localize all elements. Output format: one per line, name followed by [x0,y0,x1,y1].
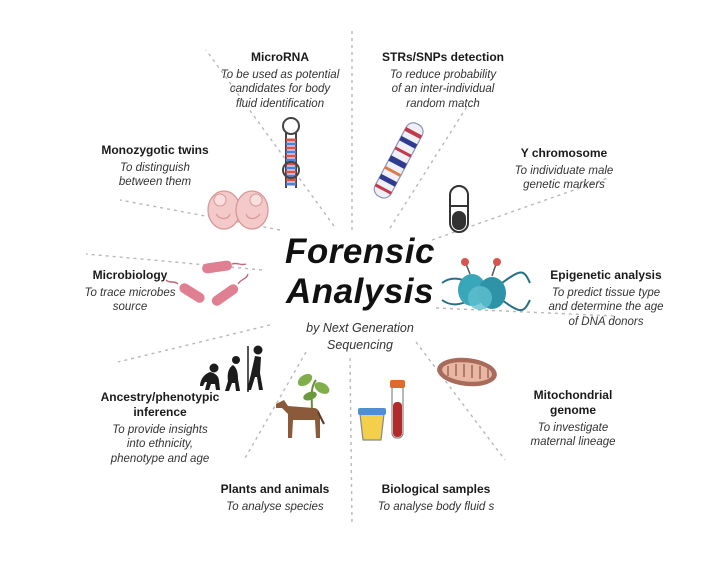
label-title: Biological samples [381,482,491,496]
label-desc-line: To distinguish [120,162,190,174]
label-desc-line: To investigate [537,422,609,434]
label-strs-snps: STRs/SNPs detection To reduce probabilit… [358,50,528,111]
label-desc-line: random match [406,97,480,110]
subtitle-line1: by Next Generation [306,321,414,335]
label-desc-line: To analyse body fluid s [377,501,495,513]
label-title: Microbiology [92,268,168,282]
label-title: Monozygotic twins [101,143,209,157]
y-chromosome-icon [449,185,469,233]
label-desc-line: source [112,301,148,314]
label-y-chromosome: Y chromosome To individuate male genetic… [494,146,634,193]
label-desc-line: To provide insights [112,424,208,436]
label-microbiology: Microbiology To trace microbes source [55,268,205,315]
hairpin-rna-icon [282,117,300,188]
label-desc-line: of DNA donors [568,315,644,328]
dna-barcode-icon [373,122,424,199]
label-desc-line: To trace microbes [84,287,176,299]
sample-tubes-icon [358,380,405,441]
label-desc-line: between them [118,176,192,189]
label-desc-line: and determine the age [548,301,664,314]
label-title: Epigenetic analysis [550,268,662,282]
bacteria-icon [165,260,249,306]
label-title: Plants and animals [220,482,330,496]
main-title-line1: Forensic [285,232,435,271]
horse-and-plant-icon [276,373,330,438]
main-title-line2: Analysis [286,272,434,311]
label-title: STRs/SNPs detection [381,50,505,64]
twin-fetuses-icon [207,190,269,230]
label-desc-line: To individuate male [514,165,614,177]
subtitle: by Next Generation Sequencing [250,320,470,354]
label-title: Ancestry/phenotypic [100,390,220,404]
label-biological-samples: Biological samples To analyse body fluid… [356,482,516,514]
label-desc-line: To analyse species [226,501,324,513]
label-desc-line: into ethnicity, [126,438,194,451]
label-desc-line: To predict tissue type [551,287,661,299]
mitochondrion-icon [437,357,497,387]
human-evolution-icon [200,345,263,392]
label-microrna: MicroRNA To be used as potential candida… [200,50,360,111]
label-title: genome [549,403,596,417]
subtitle-line2: Sequencing [326,337,394,352]
divider-lines [85,30,616,526]
label-monozygotic-twins: Monozygotic twins To distinguish between… [75,143,235,190]
label-ancestry: Ancestry/phenotypic inference To provide… [70,390,250,466]
label-desc-line: fluid identification [235,97,325,110]
label-desc-line: To be used as potential [220,69,340,81]
label-title: MicroRNA [250,50,309,64]
center-title-block: Forensic Analysis by Next Generation Seq… [250,232,470,354]
label-desc-line: To reduce probability [389,69,497,81]
label-title: Mitochondrial [533,388,613,402]
label-desc-line: genetic markers [523,179,605,192]
label-title: inference [133,405,187,419]
label-desc-line: candidates for body [229,83,331,96]
methylated-dna-icon [441,258,531,312]
label-plants-animals: Plants and animals To analyse species [200,482,350,514]
label-desc-line: phenotype and age [110,452,210,465]
label-epigenetic: Epigenetic analysis To predict tissue ty… [526,268,686,329]
label-desc-line: of an inter-individual [391,83,495,96]
label-desc-line: maternal lineage [530,436,616,449]
label-title: Y chromosome [520,146,608,160]
label-mitochondrial: Mitochondrial genome To investigate mate… [498,388,648,450]
